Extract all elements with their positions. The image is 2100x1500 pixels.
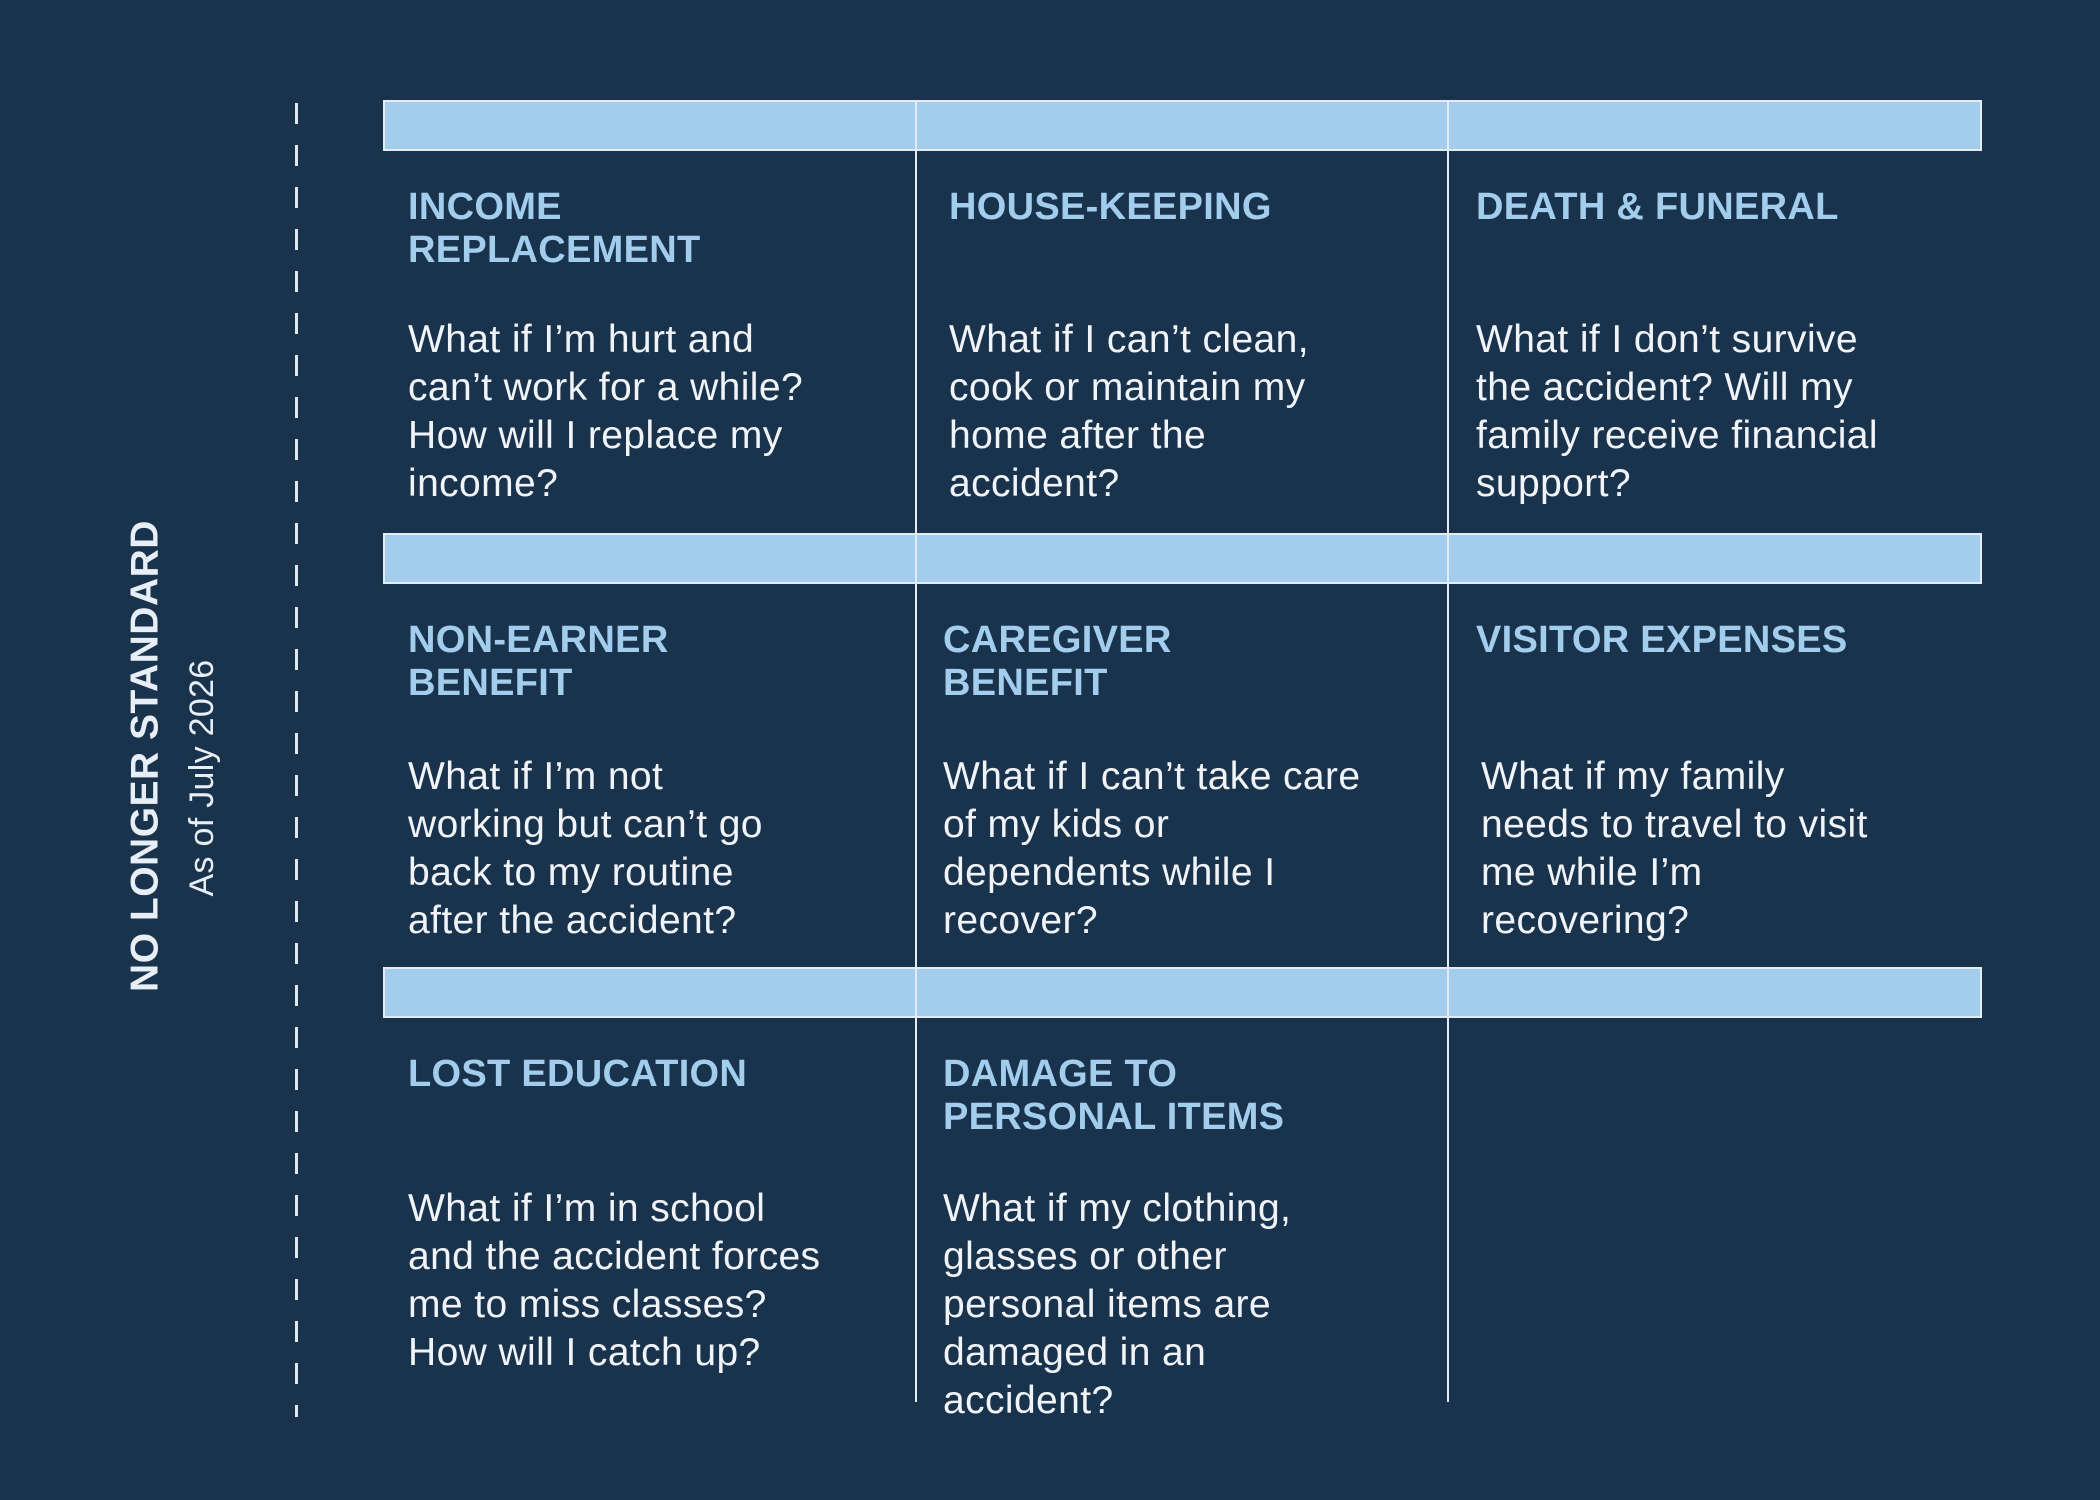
column-divider (1447, 100, 1449, 1402)
column-divider (915, 100, 917, 1402)
benefit-title: CAREGIVER BENEFIT (943, 619, 1172, 704)
benefit-title: INCOME REPLACEMENT (408, 186, 701, 271)
benefit-description: What if my family needs to travel to vis… (1481, 755, 1868, 942)
row-3-band (383, 967, 1982, 1018)
benefit-cell-visitor-expenses: VISITOR EXPENSES What if my family needs… (1476, 619, 1976, 959)
benefit-title: LOST EDUCATION (408, 1053, 748, 1095)
side-label-subtitle: As of July 2026 (183, 659, 221, 897)
benefit-description: What if I can’t clean, cook or maintain … (949, 318, 1309, 505)
benefit-description: What if I don’t survive the accident? Wi… (1476, 318, 1878, 505)
benefit-cell-caregiver-benefit: CAREGIVER BENEFIT What if I can’t take c… (943, 619, 1443, 959)
benefit-description: What if my clothing, glasses or other pe… (943, 1187, 1292, 1422)
benefit-cell-death-funeral: DEATH & FUNERAL What if I don’t survive … (1476, 186, 1976, 526)
row-1-band (383, 100, 1982, 151)
benefit-cell-non-earner-benefit: NON-EARNER BENEFIT What if I’m not worki… (408, 619, 908, 959)
benefit-title: NON-EARNER BENEFIT (408, 619, 669, 704)
benefit-cell-house-keeping: HOUSE-KEEPING What if I can’t clean, coo… (949, 186, 1444, 526)
benefit-title: DAMAGE TO PERSONAL ITEMS (943, 1053, 1285, 1138)
dashed-divider (295, 103, 298, 1417)
benefit-cell-income-replacement: INCOME REPLACEMENT What if I’m hurt and … (408, 186, 908, 526)
benefit-title: DEATH & FUNERAL (1476, 186, 1839, 228)
benefit-description: What if I can’t take care of my kids or … (943, 755, 1361, 942)
row-2-band (383, 533, 1982, 584)
benefit-description: What if I’m hurt and can’t work for a wh… (408, 318, 804, 505)
benefit-title: VISITOR EXPENSES (1476, 619, 1848, 661)
benefit-cell-lost-education: LOST EDUCATION What if I’m in school and… (408, 1053, 908, 1413)
benefit-cell-damage-personal-items: DAMAGE TO PERSONAL ITEMS What if my clot… (943, 1053, 1443, 1433)
side-label-title: NO LONGER STANDARD (123, 520, 167, 992)
benefit-title: HOUSE-KEEPING (949, 186, 1272, 228)
benefit-description: What if I’m not working but can’t go bac… (408, 755, 763, 942)
benefits-grid: INCOME REPLACEMENT What if I’m hurt and … (383, 100, 1982, 1422)
benefit-description: What if I’m in school and the accident f… (408, 1187, 821, 1374)
